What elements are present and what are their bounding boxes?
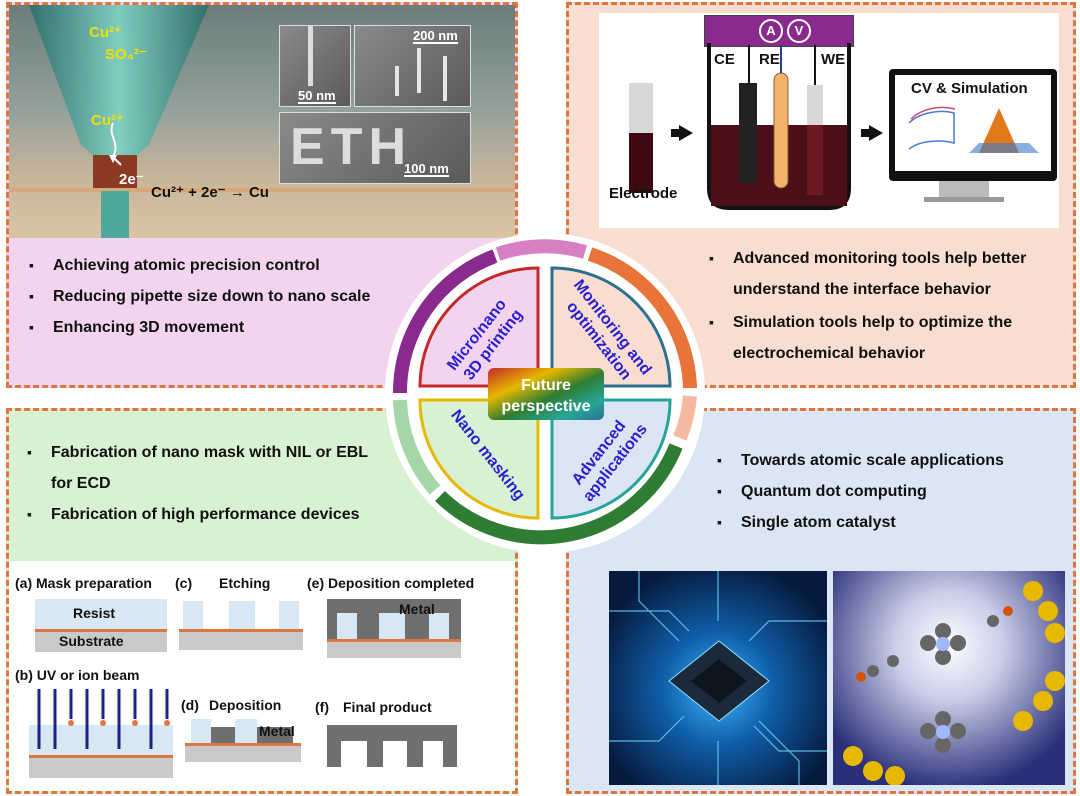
scale-bar-100: 100 nm [404, 161, 449, 176]
ring-segment-peach [673, 395, 697, 441]
sem-image-pillars: 200 nm [354, 25, 471, 107]
final-product-drawing [327, 725, 457, 767]
catalyst-image [833, 571, 1065, 785]
deposition-completed-drawing [327, 599, 461, 658]
step-f-label: Final product [343, 699, 432, 715]
bullet-item: Achieving atomic precision control [29, 250, 370, 281]
bullet-item: Fabrication of nano mask with NIL or EBL… [27, 437, 377, 499]
cell-drawing [629, 43, 1057, 210]
panel-3d-printing: Cu²⁺ SO₄²⁻ Cu²⁺ 2e⁻ Cu²⁺ + 2e⁻ → Cu 50 n… [6, 2, 518, 388]
bullets-nano-masking: Fabrication of nano mask with NIL or EBL… [27, 437, 377, 530]
reaction-label: Cu²⁺ + 2e⁻ → Cu [151, 184, 269, 201]
center-label-line1: Future [521, 377, 571, 394]
center-label-line2: perspective [502, 398, 591, 415]
cv-simulation-label: CV & Simulation [911, 80, 1028, 97]
step-f-letter: (f) [315, 699, 329, 715]
future-perspective-wheel: Micro/nano 3D printing Monitoring and op… [385, 233, 705, 553]
chip-image [609, 571, 827, 785]
mask-process-figure: (a) Mask preparation Resist Substrate (c… [9, 561, 515, 791]
ring-segment-light-green [393, 399, 441, 495]
bullet-item: Advanced monitoring tools help better un… [709, 243, 1069, 305]
we-label: WE [821, 51, 846, 68]
resist-layer [35, 599, 167, 629]
quadrant-monitoring [550, 266, 672, 388]
step-a-label: (a) Mask preparation [15, 575, 152, 591]
ring-segment-green [435, 443, 683, 545]
bullet-item: Reducing pipette size down to nano scale [29, 281, 370, 312]
pipette-photo: Cu²⁺ SO₄²⁻ Cu²⁺ 2e⁻ Cu²⁺ + 2e⁻ → Cu 50 n… [9, 5, 515, 238]
bullet-item: Quantum dot computing [717, 476, 1004, 507]
ion-cu-label: Cu²⁺ [89, 24, 122, 41]
bullets-applications: Towards atomic scale applications Quantu… [717, 445, 1004, 538]
bullet-item: Single atom catalyst [717, 507, 1004, 538]
chip-drawing [609, 571, 827, 785]
center-badge [488, 368, 604, 420]
scale-bar-50: 50 nm [298, 88, 336, 103]
quadrant-3d-printing [418, 266, 540, 388]
quadrant-nano-masking [418, 398, 540, 520]
sem-image-nanowire: 50 nm [279, 25, 351, 107]
step-d-label: Deposition [209, 697, 282, 713]
ammeter-icon: A [759, 19, 783, 43]
panel-advanced-applications: Towards atomic scale applications Quantu… [566, 408, 1076, 794]
electrochem-setup: A V [599, 13, 1059, 228]
bullets-3d-printing: Achieving atomic precision control Reduc… [29, 250, 370, 343]
substrate-label: Substrate [59, 633, 124, 649]
deposition-drawing [185, 719, 301, 762]
voltmeter-icon: V [787, 19, 811, 43]
metal-label-d: Metal [259, 723, 295, 739]
ce-label: CE [714, 51, 735, 68]
etching-drawing [179, 601, 303, 650]
step-d-letter: (d) [181, 697, 199, 713]
metal-label-e: Metal [399, 601, 435, 617]
step-b-label: (b) UV or ion beam [15, 667, 140, 683]
bullet-item: Enhancing 3D movement [29, 312, 370, 343]
sem-image-eth: ETH 100 nm [279, 112, 471, 184]
re-label: RE [759, 51, 780, 68]
orange-layer [35, 629, 167, 632]
ion-cu-label-2: Cu²⁺ [91, 112, 124, 129]
electrode-label: Electrode [609, 185, 678, 202]
ring-segment-pink [495, 239, 587, 261]
catalyst-drawing [843, 581, 1065, 785]
step-c-letter: (c) [175, 575, 193, 591]
bullet-item: Fabrication of high performance devices [27, 499, 377, 530]
pipette-drawing [9, 5, 515, 238]
step-c-label: Etching [219, 575, 271, 591]
bullet-item: Towards atomic scale applications [717, 445, 1004, 476]
substrate-layer [35, 632, 167, 652]
quadrant-applications [550, 398, 672, 520]
step-e-label: (e) Deposition completed [307, 575, 475, 591]
uv-beam-drawing [29, 689, 173, 778]
scale-bar-200: 200 nm [413, 28, 458, 43]
resist-label: Resist [73, 605, 116, 621]
ring-segment-orange [587, 247, 697, 389]
bullet-item: Simulation tools help to optimize the el… [709, 307, 1069, 369]
sem-eth-letters: ETH [290, 118, 412, 176]
bullets-monitoring: Advanced monitoring tools help better un… [709, 243, 1069, 369]
electron-label: 2e⁻ [119, 171, 144, 188]
ion-so4-label: SO₄²⁻ [105, 46, 147, 63]
ring-segment-purple [392, 249, 498, 394]
